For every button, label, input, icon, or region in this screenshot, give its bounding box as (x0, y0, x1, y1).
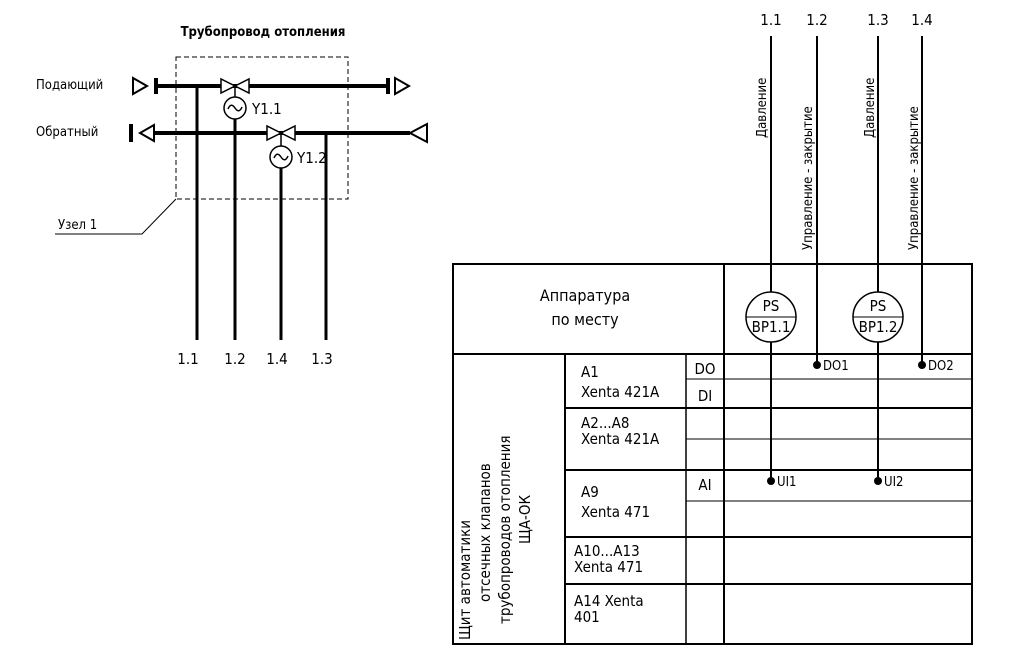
terminal-label: DO1 (823, 359, 849, 374)
valve1-label: Y1.1 (251, 100, 282, 118)
panel-line: Щит автоматики (456, 520, 474, 640)
equipment-table (452, 263, 973, 645)
io-type: AI (698, 476, 711, 494)
bottom-number: 1.2 (224, 350, 245, 368)
panel-line: трубопроводов отопления (496, 435, 514, 624)
signal-number: 1.2 (806, 11, 827, 29)
sensor1-bottom: BP1.1 (752, 318, 791, 336)
sensor1-top: PS (763, 297, 780, 315)
signal-label: Управление - закрытие (801, 106, 816, 250)
panel-line: ЩА-ОК (516, 495, 534, 544)
sensor2-top: PS (870, 297, 887, 315)
field-equipment-line1: Аппаратура (540, 286, 630, 305)
terminal-label: DO2 (928, 359, 954, 374)
valve-y12-right-icon (279, 124, 296, 142)
row-id: A9 (581, 483, 599, 501)
terminal-ui2-dot-icon (874, 477, 882, 485)
signal-label: Давление (863, 78, 878, 138)
pipeline-title: Трубопровод отопления (181, 25, 346, 40)
sensor2-bottom: BP1.2 (859, 318, 898, 336)
row-id: A2...A8 (581, 414, 629, 432)
node-boundary (175, 56, 349, 200)
terminal-ui1-dot-icon (767, 477, 775, 485)
bottom-number: 1.4 (266, 350, 287, 368)
return-inlet-arrow-icon (407, 122, 428, 144)
row-model: Xenta 471 (581, 503, 650, 521)
signal-number: 1.3 (867, 11, 888, 29)
signal-label: Управление - закрытие (907, 106, 922, 250)
row-model: 401 (574, 608, 600, 626)
row-model: Xenta 471 (574, 558, 643, 576)
supply-label: Подающий (36, 78, 103, 93)
bottom-number: 1.3 (311, 350, 332, 368)
row-id: A14 Xenta (574, 592, 644, 610)
signal-number: 1.4 (911, 11, 932, 29)
io-type: DO (694, 360, 715, 378)
terminal-do2-dot-icon (918, 361, 926, 369)
row-id: A10...A13 (574, 542, 640, 560)
panel-line: отсечных клапанов (476, 463, 494, 602)
return-outlet-arrow-icon (137, 123, 155, 143)
terminal-label: UI1 (777, 475, 796, 490)
io-type: DI (698, 387, 712, 405)
node-leader-line (55, 198, 177, 235)
valve-y11-left-icon (220, 77, 237, 95)
return-label: Обратный (36, 125, 98, 140)
bottom-number: 1.1 (177, 350, 198, 368)
valve-y11-right-icon (233, 77, 250, 95)
valve2-label: Y1.2 (296, 149, 327, 167)
signal-label: Давление (755, 78, 770, 138)
row-model: Xenta 421A (581, 383, 660, 401)
supply-outlet-arrow-icon (394, 76, 412, 96)
row-model: Xenta 421A (581, 430, 660, 448)
signal-number: 1.1 (760, 11, 781, 29)
valve-y12-left-icon (266, 124, 283, 142)
terminal-label: UI2 (884, 475, 903, 490)
field-equipment-line2: по месту (551, 310, 619, 329)
supply-inlet-arrow-icon (132, 76, 150, 96)
row-id: A1 (581, 363, 599, 381)
panel-label: Щит автоматики отсечных клапанов трубопр… (456, 435, 534, 640)
node-label: Узел 1 (58, 218, 97, 233)
terminal-do1-dot-icon (813, 361, 821, 369)
